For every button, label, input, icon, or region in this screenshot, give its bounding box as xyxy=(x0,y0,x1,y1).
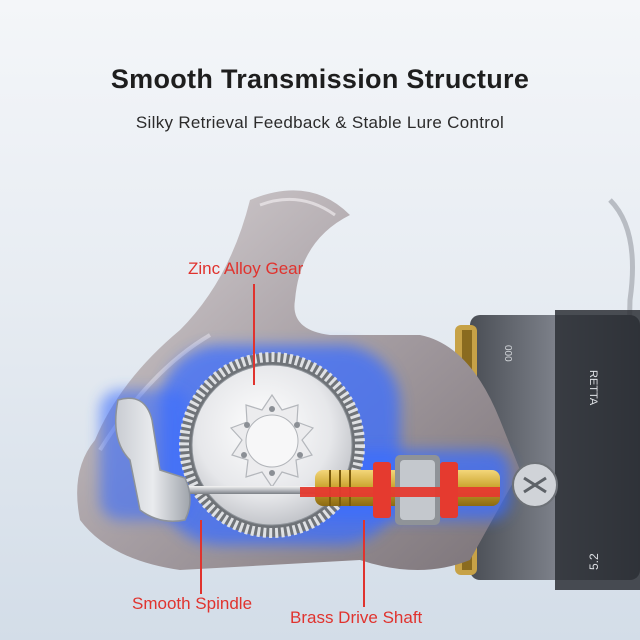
spool: RETTA 000 5.2 xyxy=(455,310,640,590)
spool-size-text: 000 xyxy=(502,345,513,362)
screw-head xyxy=(512,462,558,508)
zinc-alloy-gear xyxy=(179,352,365,538)
shaft-callout-label: Brass Drive Shaft xyxy=(290,608,423,627)
oscillation-lever xyxy=(115,397,191,522)
brass-drive-shaft xyxy=(300,455,500,525)
page-title: Smooth Transmission Structure xyxy=(110,64,530,94)
spool-ratio-text: 5.2 xyxy=(587,553,601,570)
gear-callout-label: Zinc Alloy Gear xyxy=(188,259,304,278)
callout-lines xyxy=(200,284,365,607)
page-subtitle: Silky Retrieval Feedback & Stable Lure C… xyxy=(135,113,505,132)
spool-brand-text: RETTA xyxy=(587,370,599,406)
spindle-callout-label: Smooth Spindle xyxy=(132,594,253,613)
